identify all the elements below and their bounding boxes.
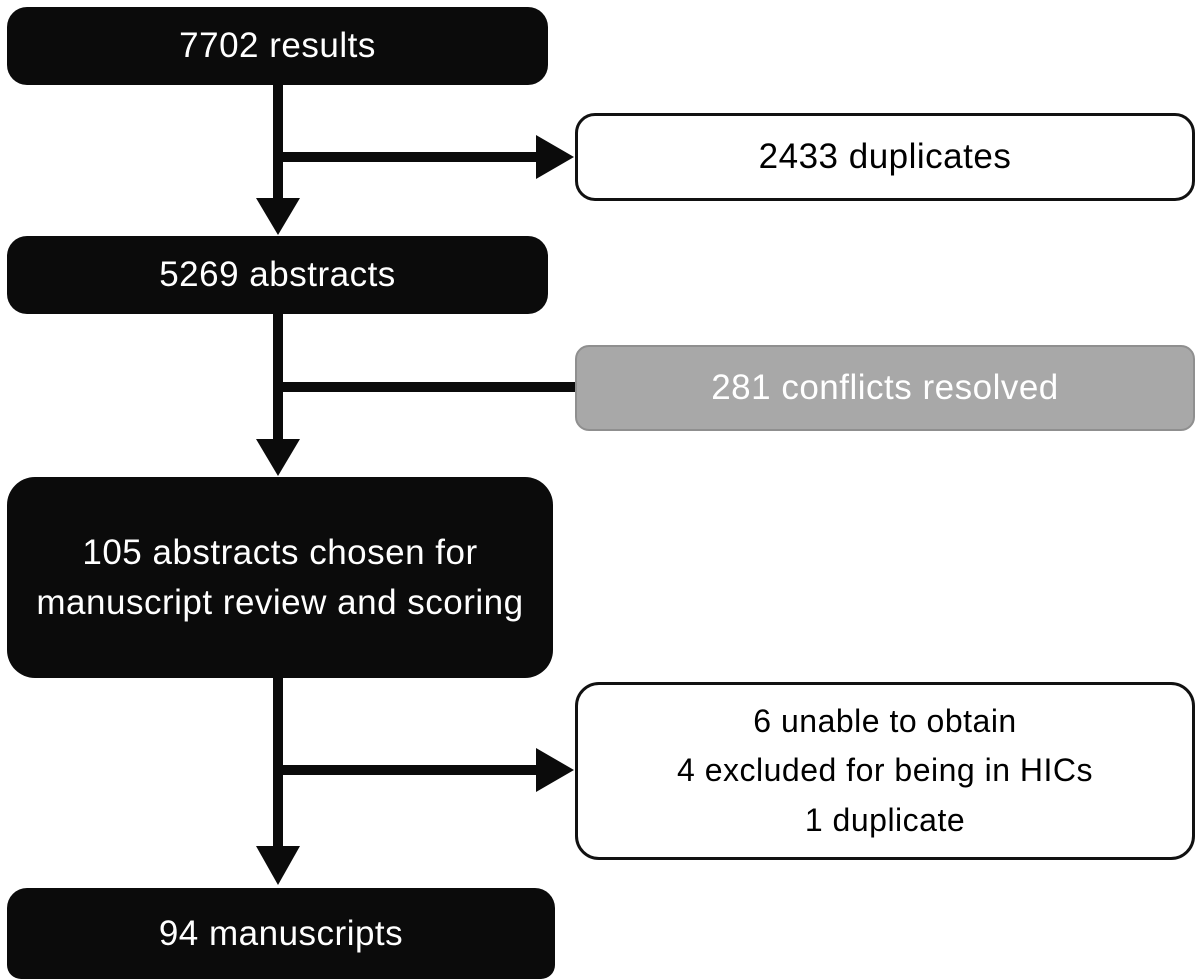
node-abstracts-label: 5269 abstracts bbox=[159, 255, 396, 294]
exclusion-reason: 6 unable to obtain bbox=[753, 702, 1017, 739]
node-abstracts: 5269 abstracts bbox=[7, 236, 548, 314]
arrow-results-to-abstracts bbox=[256, 85, 300, 235]
node-results-label: 7702 results bbox=[179, 26, 376, 65]
node-duplicates-label: 2433 duplicates bbox=[758, 137, 1012, 176]
arrow-branch-to-duplicates bbox=[274, 135, 574, 179]
arrow-chosen-to-manuscripts bbox=[256, 678, 300, 885]
node-exclusion-reasons: 6 unable to obtain 4 excluded for being … bbox=[575, 682, 1195, 860]
node-conflicts-resolved-label: 281 conflicts resolved bbox=[711, 368, 1059, 407]
node-abstracts-chosen-label: 105 abstracts chosen for manuscript revi… bbox=[36, 532, 524, 622]
node-duplicates: 2433 duplicates bbox=[575, 113, 1195, 201]
node-manuscripts: 94 manuscripts bbox=[7, 888, 555, 979]
arrow-abstracts-to-chosen bbox=[256, 314, 300, 476]
node-conflicts-resolved: 281 conflicts resolved bbox=[575, 345, 1195, 431]
node-abstracts-chosen: 105 abstracts chosen for manuscript revi… bbox=[7, 477, 553, 678]
node-results: 7702 results bbox=[7, 7, 548, 85]
arrow-branch-to-excluded bbox=[274, 748, 574, 792]
exclusion-reason: 4 excluded for being in HICs bbox=[677, 752, 1093, 789]
exclusion-reason: 1 duplicate bbox=[804, 801, 966, 838]
node-manuscripts-label: 94 manuscripts bbox=[158, 913, 404, 953]
